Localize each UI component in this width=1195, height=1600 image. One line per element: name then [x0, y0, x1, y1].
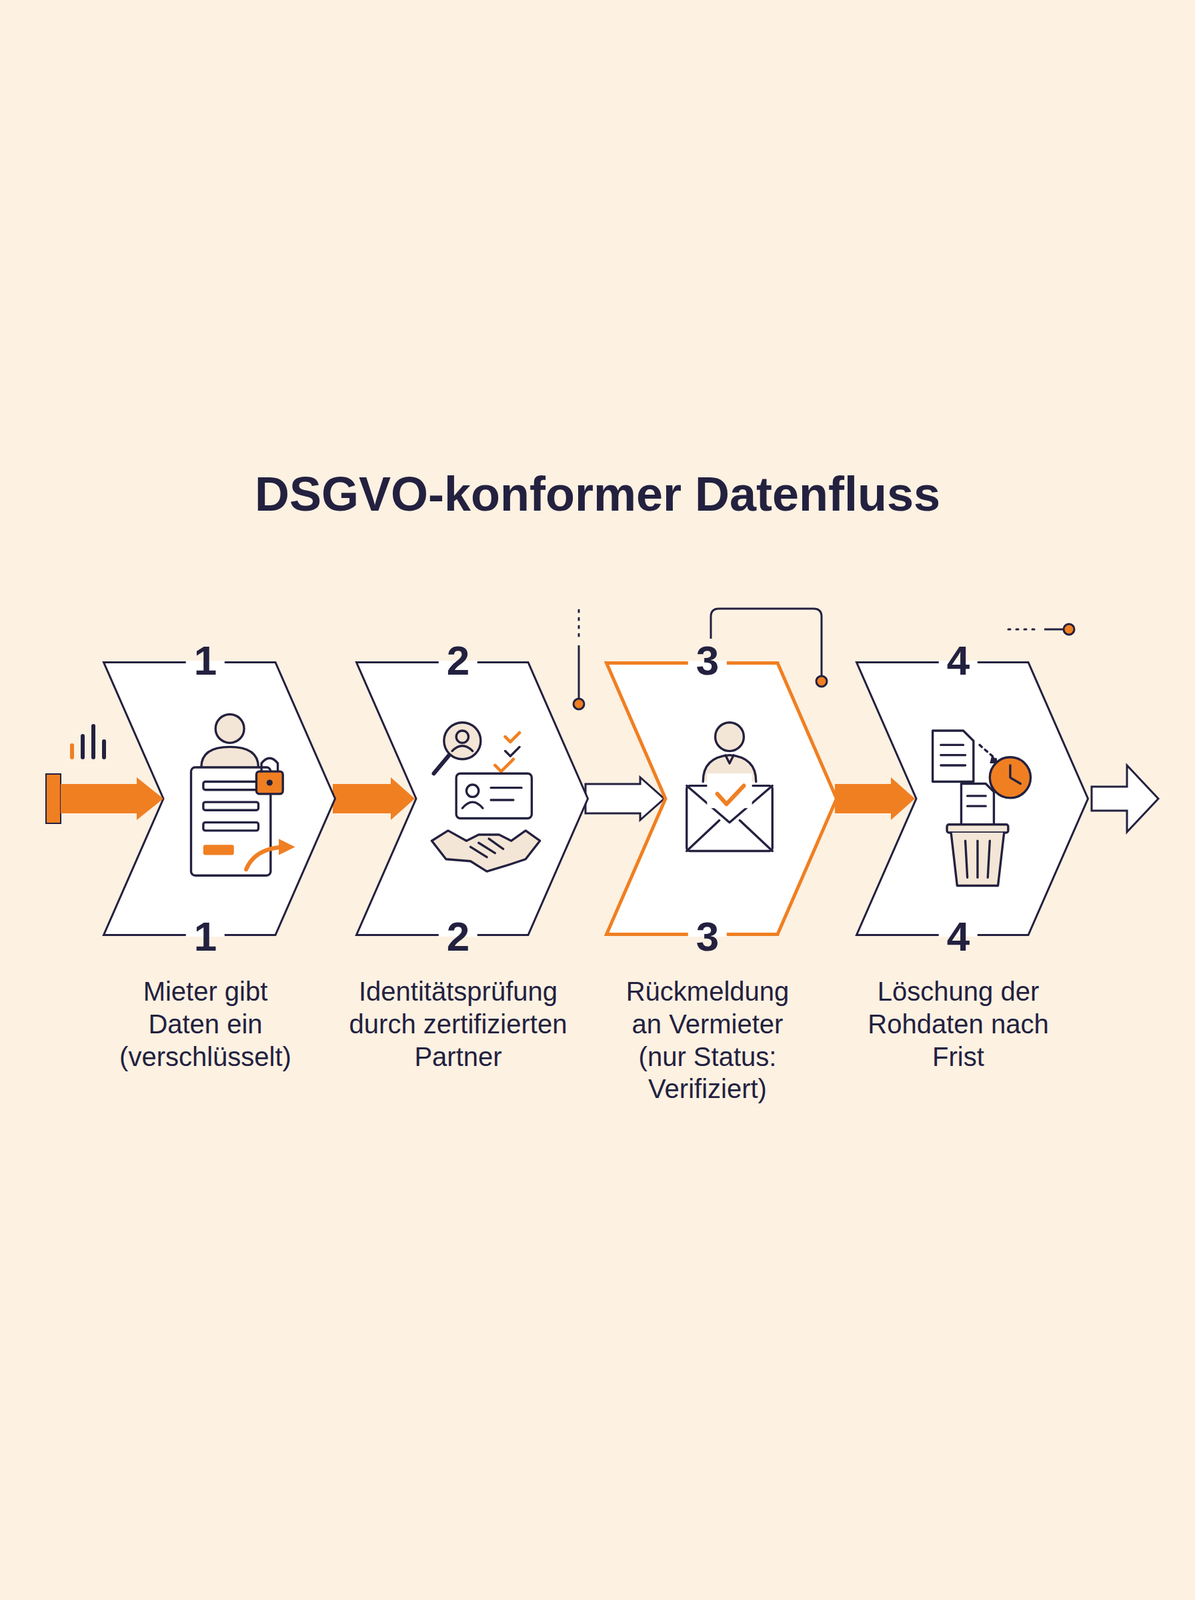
feedback-icon [686, 722, 773, 852]
chevron-shape [354, 660, 590, 937]
diagram-title: DSGVO-konformer Datenfluss [0, 466, 1195, 522]
step-number: 1 [186, 638, 225, 683]
flow-arrow [834, 777, 915, 821]
step-caption: Rückmeldung an Vermieter (nur Status: Ve… [607, 975, 808, 1106]
chevron-shape [102, 660, 337, 937]
process-chevron: 33Rückmeldung an Vermieter (nur Status: … [604, 660, 839, 937]
chevron-shape [604, 660, 839, 937]
flow-arrow [332, 777, 415, 821]
step-caption: Identitätsprüfung durch zertifizierten P… [334, 975, 582, 1073]
outgoing-arrow [1091, 765, 1159, 833]
identity-check-icon [431, 722, 540, 872]
bar-icon [72, 726, 105, 758]
process-chevron: 22Identitätsprüfung durch zertifizierten… [354, 660, 590, 937]
process-chevron: 44Löschung der Rohdaten nach Frist [854, 660, 1090, 937]
step-caption: Mieter gibt Daten ein (verschlüsselt) [105, 975, 306, 1073]
step-number: 2 [438, 638, 478, 683]
flow-arrow [585, 777, 665, 821]
decor-lines [573, 608, 1075, 710]
step-number: 4 [938, 638, 978, 683]
step-number: 4 [938, 914, 978, 959]
step-number: 2 [438, 914, 478, 959]
process-chevron: 11Mieter gibt Daten ein (verschlüsselt) [102, 660, 337, 937]
step-number: 3 [688, 914, 727, 959]
chevron-shape [854, 660, 1090, 937]
data-entry-icon [191, 714, 296, 876]
step-number: 3 [688, 638, 727, 683]
deletion-icon [932, 730, 1031, 887]
step-number: 1 [186, 914, 225, 959]
step-caption: Löschung der Rohdaten nach Frist [858, 975, 1059, 1073]
incoming-arrow [46, 774, 164, 824]
